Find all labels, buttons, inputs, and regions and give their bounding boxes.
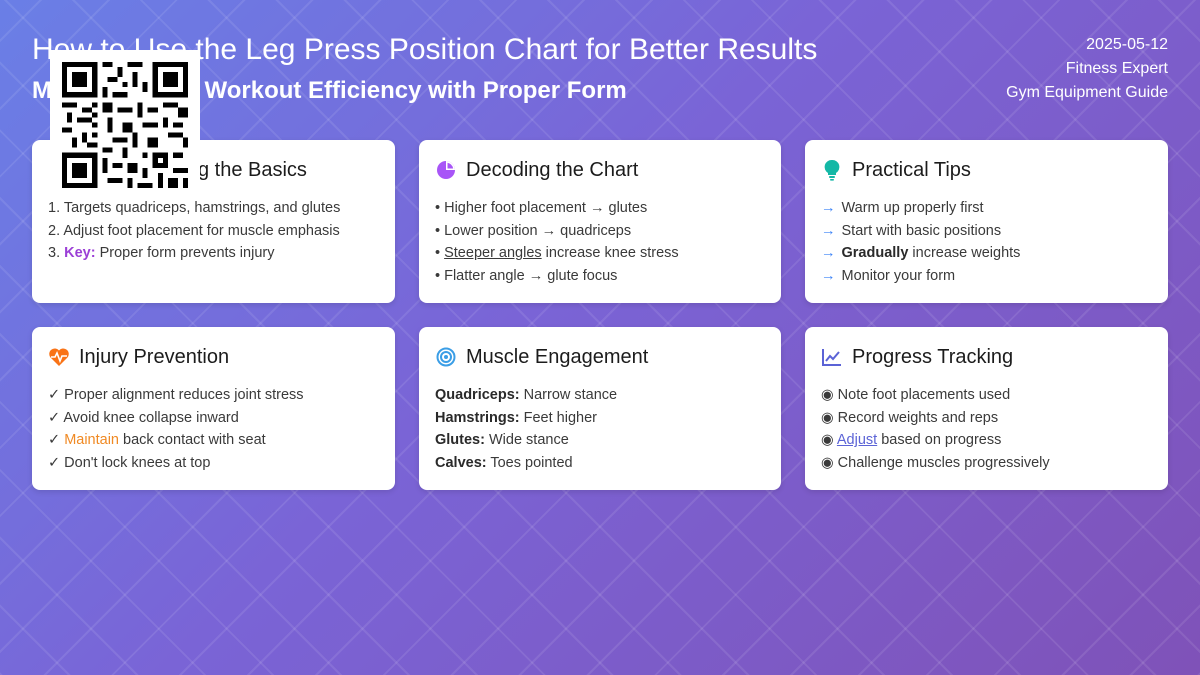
list-item: ✓ Proper alignment reduces joint stress (48, 387, 304, 403)
list-item: ✓ Avoid knee collapse inward (48, 409, 239, 426)
card-practical-tips: Practical Tips →Warm up properly first →… (805, 140, 1168, 303)
list-item: ◉ Note foot placements used (821, 387, 1011, 403)
arrow-right-icon: → (821, 200, 836, 216)
underlined-text: Steeper angles (444, 245, 542, 262)
key-highlight: Key: (64, 245, 96, 262)
list-item: 2. Adjust foot placement for muscle emph… (48, 222, 340, 239)
arrow-right-icon: → (821, 245, 836, 262)
arrow-right-icon: → (821, 222, 836, 239)
card-title: Practical Tips (852, 158, 971, 181)
list-item: • Flatter angle → glute focus (435, 268, 618, 285)
list-item: →Warm up properly first (821, 200, 984, 216)
list-item: • Higher foot placement → glutes (435, 200, 648, 216)
card-title: Progress Tracking (852, 345, 1014, 368)
list-item: ◉ Adjust based on progress (821, 432, 1002, 449)
list-item: 3. Key: Proper form prevents injury (48, 245, 275, 262)
target-icon (435, 346, 457, 368)
arrow-right-icon: → (821, 268, 836, 285)
trend-chart-icon (821, 346, 843, 368)
info-card-grid: Understanding the Basics 1. Targets quad… (32, 140, 1168, 490)
list-item: • Lower position → quadriceps (435, 222, 632, 239)
category-label: Gym Equipment Guide (1006, 84, 1168, 101)
lightbulb-icon (821, 159, 843, 181)
card-title: Decoding the Chart (466, 158, 639, 181)
list-item: ◉ Record weights and reps (821, 409, 999, 426)
card-title: Muscle Engagement (466, 345, 649, 368)
card-injury-prevention: Injury Prevention ✓ Proper alignment red… (32, 327, 395, 490)
list-item: Hamstrings: Feet higher (435, 409, 597, 426)
list-item: →Gradually increase weights (821, 245, 1021, 262)
list-item: ◉ Challenge muscles progressively (821, 455, 1050, 472)
list-item: Calves: Toes pointed (435, 455, 573, 472)
adjust-link[interactable]: Adjust (836, 432, 878, 449)
list-item: →Monitor your form (821, 268, 956, 285)
card-decoding-chart: Decoding the Chart • Higher foot placeme… (419, 140, 781, 303)
publish-date: 2025-05-12 (1086, 36, 1168, 53)
list-item: ✓ Don't lock knees at top (48, 455, 211, 472)
pie-chart-icon (435, 159, 457, 181)
heart-pulse-icon (48, 346, 70, 368)
highlight-text: Maintain (64, 432, 119, 449)
card-progress-tracking: Progress Tracking ◉ Note foot placements… (805, 327, 1168, 490)
author-label: Fitness Expert (1065, 60, 1168, 77)
list-item: • Steeper angles increase knee stress (435, 245, 679, 262)
card-title: Injury Prevention (79, 345, 230, 368)
list-item: →Start with basic positions (821, 222, 1002, 239)
list-item: Glutes: Wide stance (435, 432, 569, 449)
page-meta: 2025-05-12 Fitness Expert Gym Equipment … (1006, 33, 1168, 105)
card-muscle-engagement: Muscle Engagement Quadriceps: Narrow sta… (419, 327, 781, 490)
qr-code (50, 50, 200, 200)
list-item: ✓ Maintain back contact with seat (48, 432, 266, 449)
list-item: Quadriceps: Narrow stance (435, 387, 618, 403)
list-item: 1. Targets quadriceps, hamstrings, and g… (48, 200, 341, 216)
